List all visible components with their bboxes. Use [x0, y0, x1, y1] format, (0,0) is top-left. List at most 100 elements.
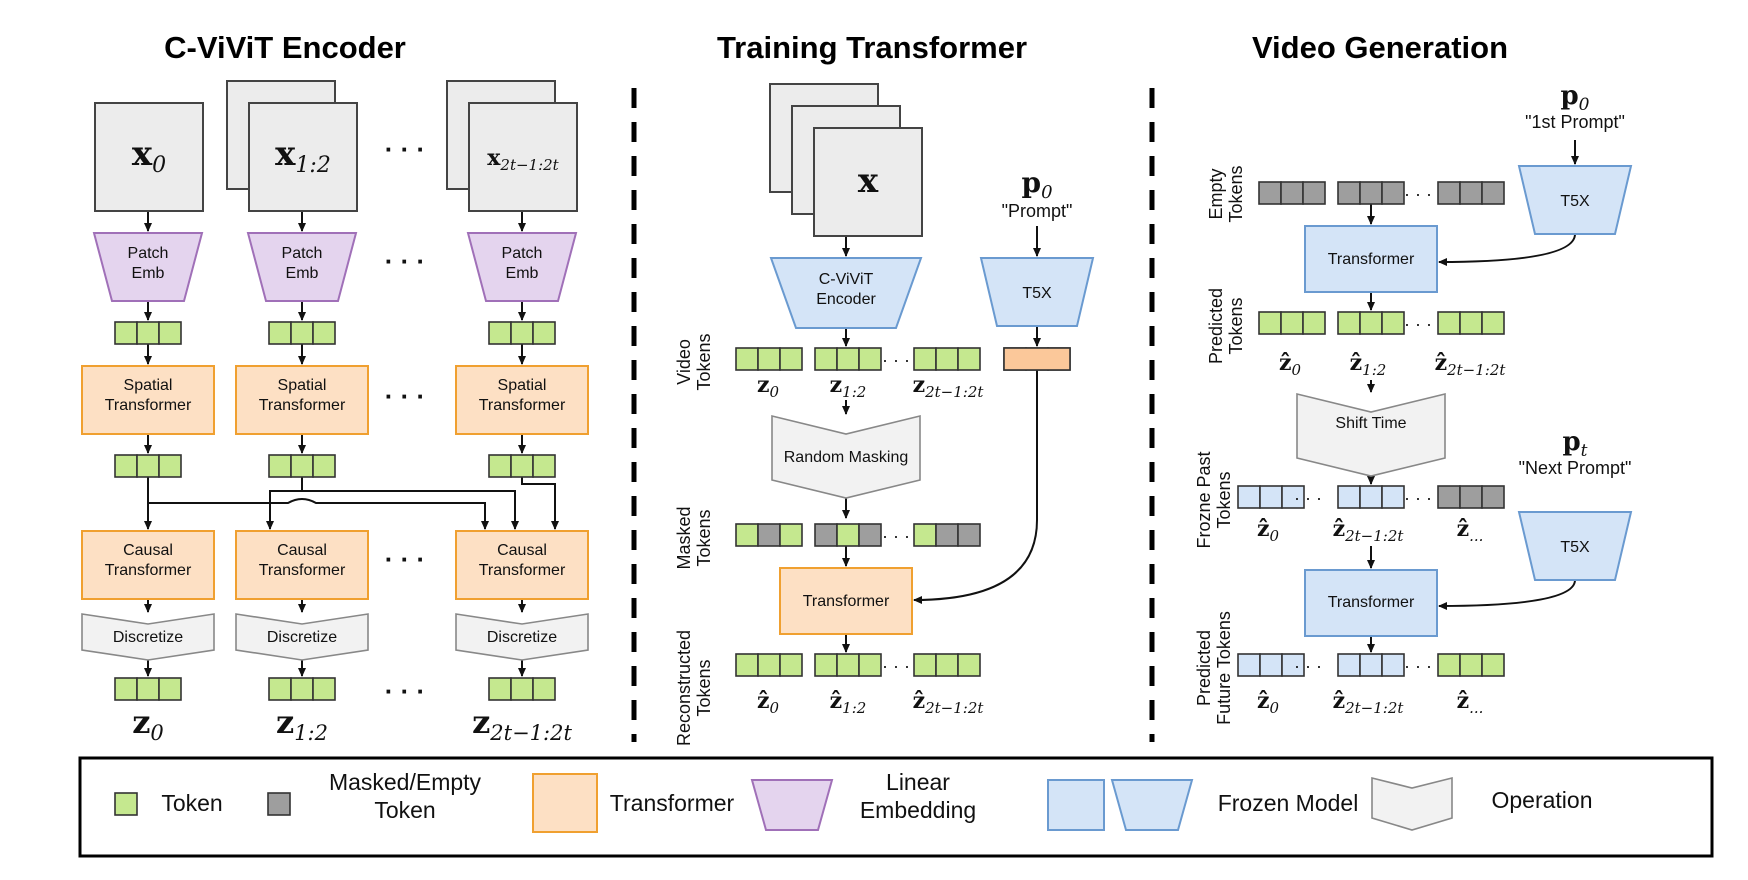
token-cell [136, 454, 160, 478]
token-cell [1337, 653, 1361, 677]
prompt-text: "1st Prompt" [1525, 112, 1625, 132]
legend-frozen-box-swatch [1047, 779, 1105, 831]
video-frame [248, 102, 358, 212]
token-cell [1280, 311, 1304, 335]
token-strip [1437, 485, 1505, 509]
token-cell [1381, 311, 1405, 335]
token-cell [268, 454, 292, 478]
legend-transformer-label: Transformer [610, 790, 735, 816]
spatial-transformer [81, 365, 215, 435]
causal-link [266, 490, 302, 530]
encoder-title: C-ViViT Encoder [164, 30, 406, 65]
token-cell [858, 347, 882, 371]
token-cell [1459, 485, 1483, 509]
token-cell [935, 653, 959, 677]
token-strip [913, 653, 981, 677]
prompt-text: "Next Prompt" [1519, 458, 1632, 478]
legend-transformer-swatch [532, 773, 598, 833]
token-cell [814, 653, 838, 677]
ellipsis: · · · [1294, 488, 1322, 508]
token-strip [1258, 181, 1326, 205]
token-cell [858, 653, 882, 677]
spatial-transformer [235, 365, 369, 435]
reconstructed-tokens-label: ReconstructedTokens [674, 630, 714, 746]
prompt-conditioning [1438, 579, 1576, 610]
token-label: ẑ2t−1:2t [1333, 688, 1405, 717]
token-cell [1481, 485, 1505, 509]
token-cell [488, 454, 512, 478]
output-token-label: z2t−1:2t [472, 703, 572, 745]
token-cell [510, 454, 534, 478]
token-cell [935, 347, 959, 371]
token-cell [1281, 653, 1305, 677]
prompt-conditioning [1438, 233, 1576, 266]
token-cell [1259, 653, 1283, 677]
ellipsis: · · · [1294, 656, 1322, 676]
legend-frozen-label: Frozen Model [1218, 790, 1359, 816]
token-strip [114, 677, 182, 701]
token-cell [1302, 311, 1326, 335]
frame-label: x1:2 [275, 134, 331, 178]
ellipsis: · · · [385, 544, 425, 574]
cvivit-encoder [769, 257, 923, 329]
ellipsis: · · · [385, 381, 425, 411]
frame-label: x0 [132, 134, 166, 178]
token-cell [290, 677, 314, 701]
transformer-block [779, 567, 913, 635]
token-label: ẑ2t−1:2t [1333, 516, 1405, 545]
legend-operation-label: Operation [1491, 787, 1592, 813]
training-title: Training Transformer [717, 30, 1027, 65]
token-cell [735, 523, 759, 547]
token-strip [488, 321, 556, 345]
output-token-label: z1:2 [276, 703, 328, 745]
t5x-model [979, 257, 1095, 327]
token-cell [814, 523, 838, 547]
token-cell [1337, 485, 1361, 509]
token-cell [158, 321, 182, 345]
token-strip [814, 347, 882, 371]
token-cell [1302, 181, 1326, 205]
token-strip [1337, 653, 1405, 677]
transformer-label: Transformer [803, 593, 890, 610]
token-strip [268, 321, 336, 345]
spatial-transformer [455, 365, 589, 435]
prompt-text: "Prompt" [1002, 201, 1073, 221]
token-cell [1359, 653, 1383, 677]
token-cell [836, 523, 860, 547]
prompt-symbol: p0 [1021, 166, 1052, 203]
shift-time-op [1296, 392, 1446, 477]
token-cell [1281, 485, 1305, 509]
token-strip [735, 523, 803, 547]
token-cell [1481, 311, 1505, 335]
token-cell [1259, 485, 1283, 509]
token-strip [1437, 181, 1505, 205]
shift-time-label: Shift Time [1335, 415, 1406, 432]
ellipsis: · · · [1404, 488, 1432, 508]
empty-tokens-label: EmptyTokens [1206, 165, 1246, 222]
predicted-tokens-label: PredictedTokens [1206, 288, 1246, 364]
video-frame [94, 102, 204, 212]
token-cell [1437, 181, 1461, 205]
ellipsis: · · · [1404, 184, 1432, 204]
legend-embedding-swatch [750, 779, 834, 831]
token-cell [757, 653, 781, 677]
causal-transformer [81, 530, 215, 600]
ellipsis: · · · [1404, 656, 1432, 676]
token-label: ẑ1:2 [1350, 350, 1387, 379]
patch-embedding [246, 232, 358, 302]
token-strip [488, 677, 556, 701]
prompt-symbol: pt [1562, 427, 1587, 461]
token-strip [114, 321, 182, 345]
token-strip [1237, 653, 1305, 677]
token-cell [735, 347, 759, 371]
legend-token-label: Token [161, 790, 222, 816]
token-cell [1481, 653, 1505, 677]
token-cell [158, 677, 182, 701]
token-cell [1381, 181, 1405, 205]
t5x-model [1517, 165, 1633, 235]
token-strip [1337, 485, 1405, 509]
